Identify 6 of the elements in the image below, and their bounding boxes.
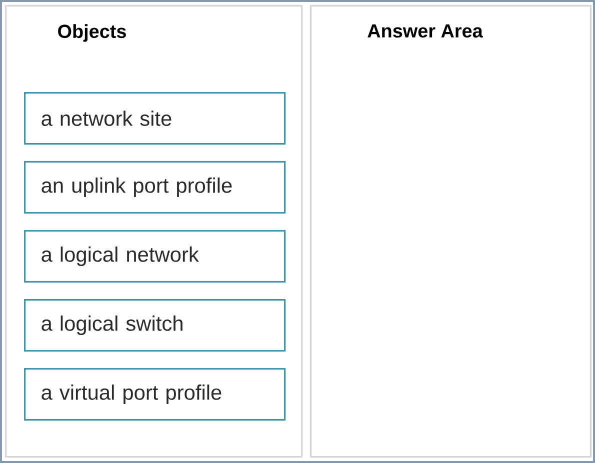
answer-tile: a logical network (24, 230, 286, 283)
answer-tile: a virtual port profile (24, 368, 286, 421)
panel: Answer Area (310, 5, 592, 458)
answer-tile: a network site (24, 92, 286, 145)
answer-tile: a logical switch (24, 299, 286, 352)
answer-tile: an uplink port profile (24, 161, 286, 214)
